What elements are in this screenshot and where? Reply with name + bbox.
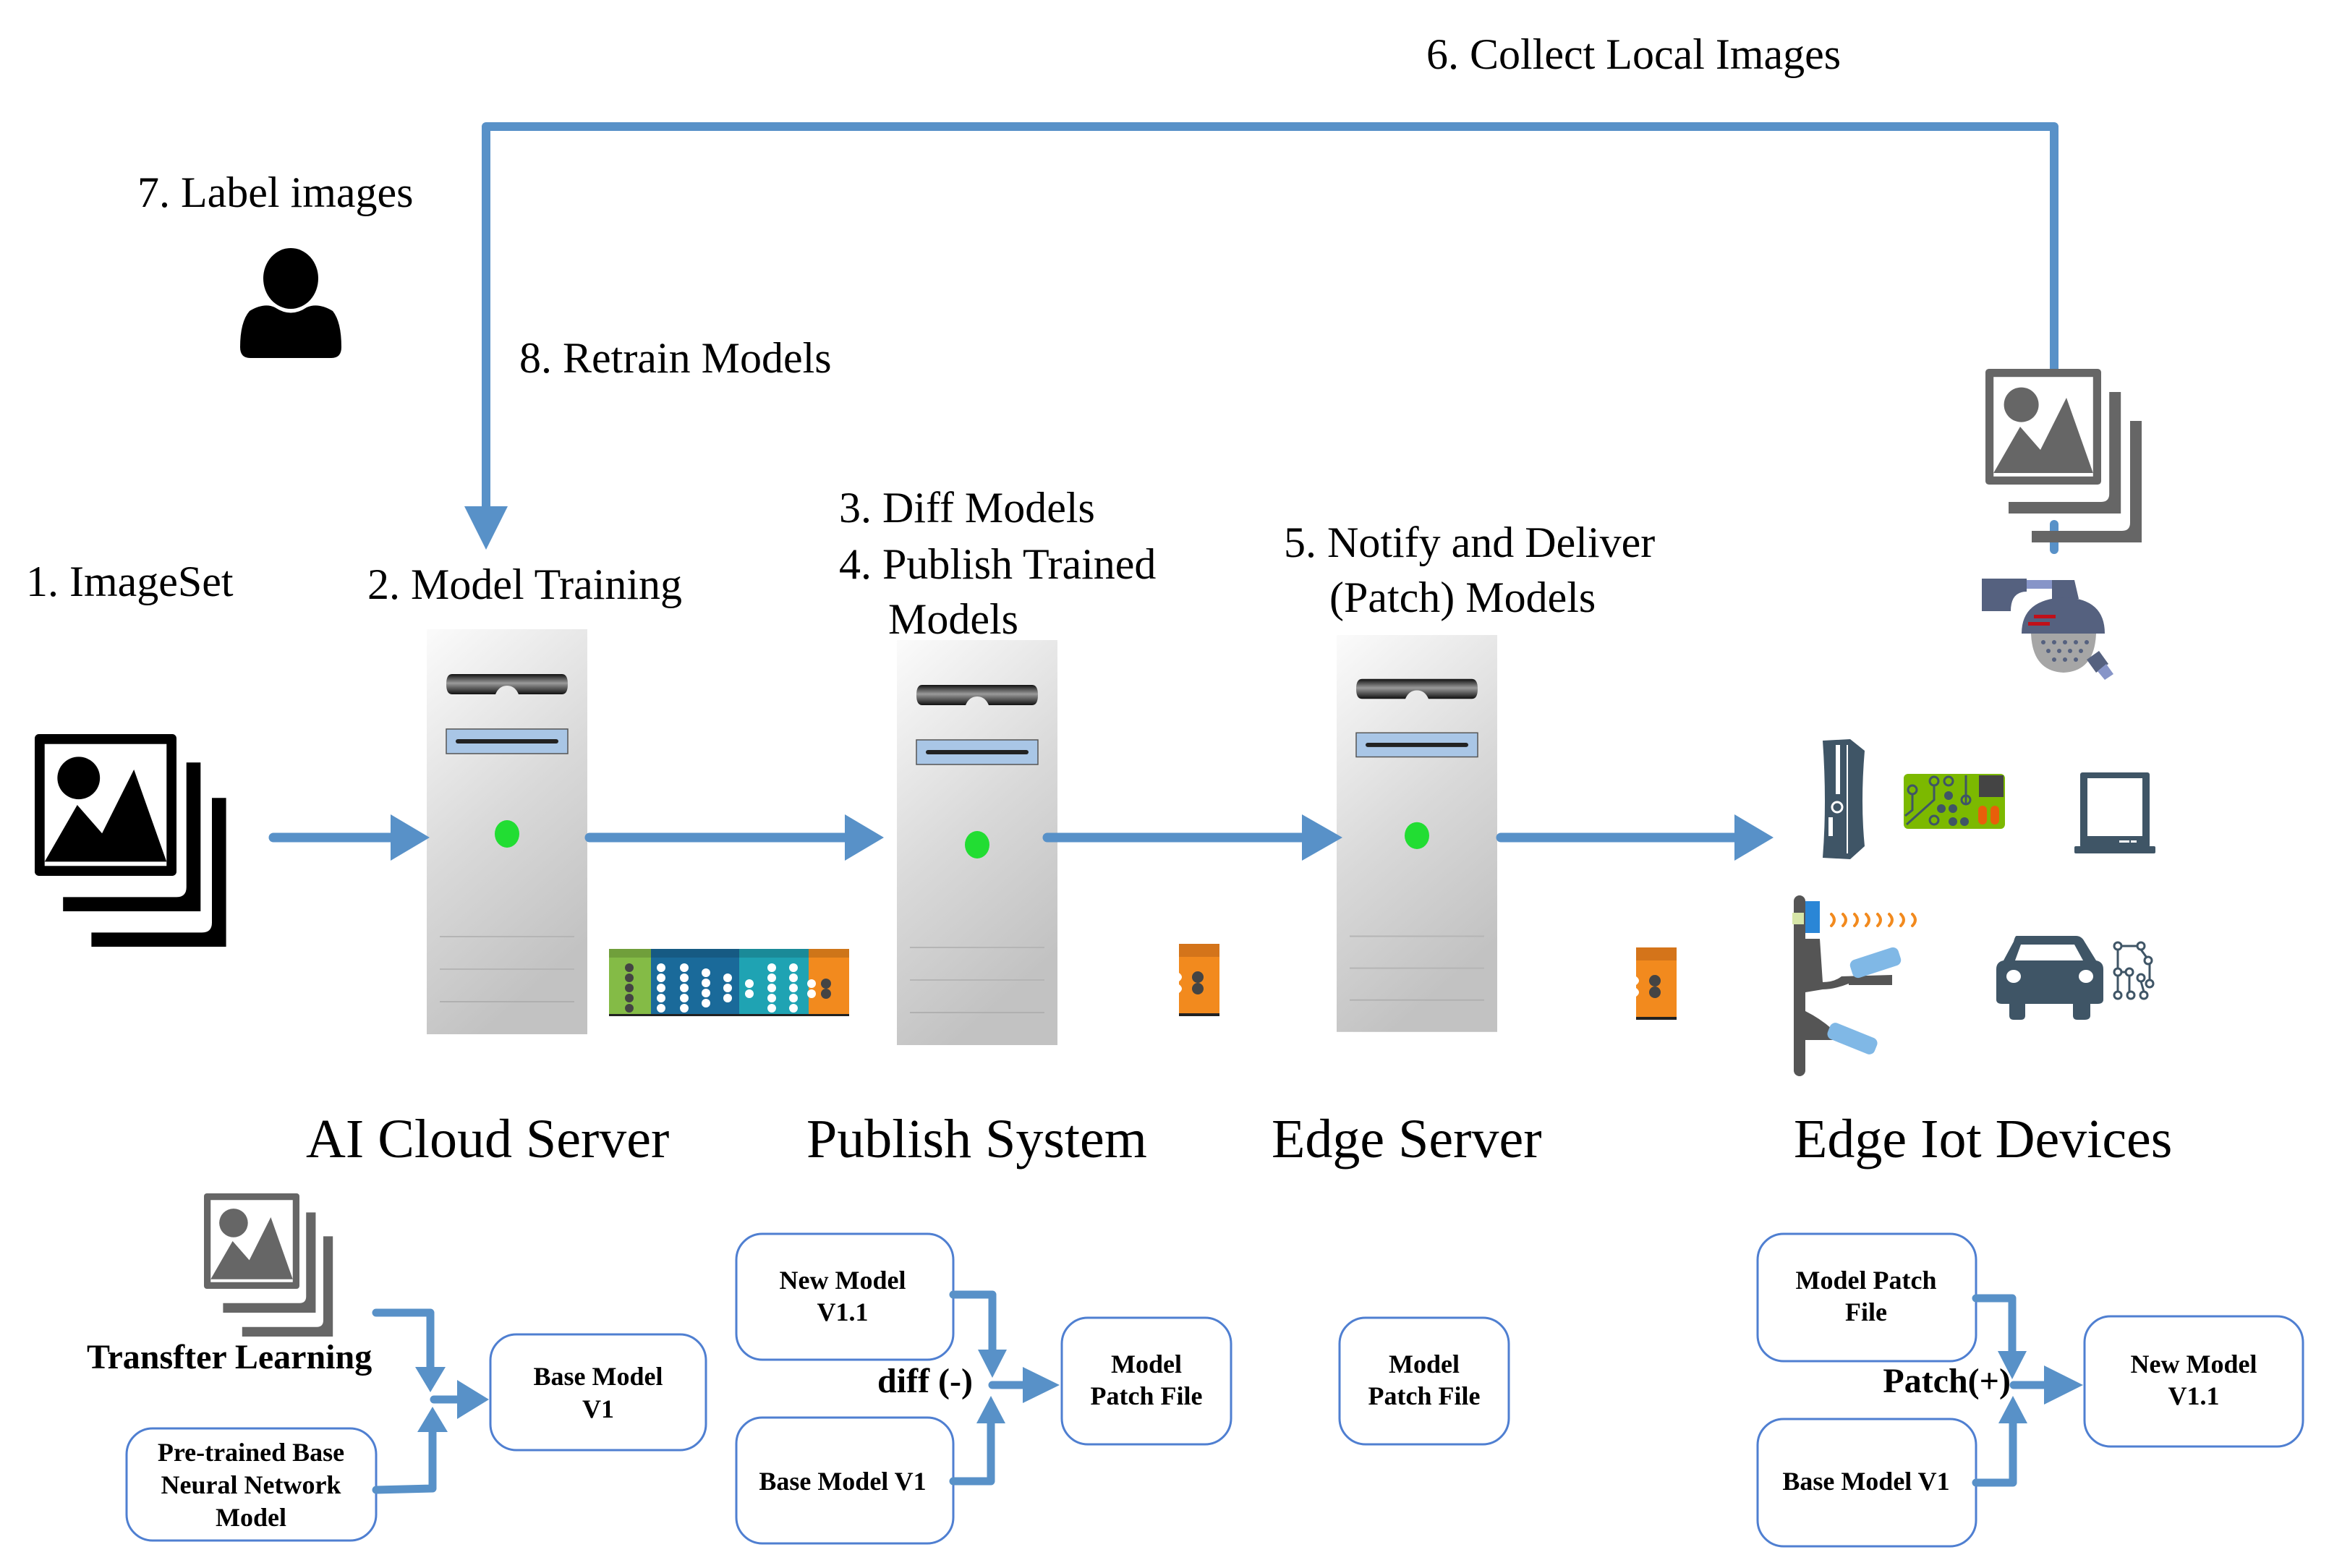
new-model-v11-label-line1: New Model [780, 1266, 906, 1295]
base-model-v1-label: Base Model V1 [1782, 1467, 1949, 1496]
device-detail-group: Model Patch File Base Model V1 Patch(+) … [1756, 1232, 2304, 1548]
model-patch-icon [1179, 944, 1219, 1016]
connected-car-icon [1996, 936, 2155, 1020]
model-patch-file-label-line2: Patch File [1368, 1381, 1481, 1410]
edge-server-icon [1336, 634, 1498, 1033]
circuit-board-icon [1904, 774, 2005, 829]
new-model-v11-label-line2: V1.1 [817, 1298, 869, 1326]
pretrained-model-label-line1: Pre-trained Base [158, 1438, 344, 1467]
model-patch-file-label-line1: Model [1389, 1350, 1460, 1379]
publish-detail-group: New Model V1.1 Base Model V1 diff (-) Mo… [735, 1232, 1232, 1545]
diff-operator-label: diff (-) [877, 1362, 973, 1400]
game-console-icon [1823, 739, 1865, 859]
arrow-cloud-to-publish [584, 814, 884, 861]
model-patch-file-box [1338, 1316, 1510, 1446]
model-patch-icon [1636, 947, 1677, 1020]
step-4-label-line2: Models [888, 595, 1018, 643]
section-title-edge-server: Edge Server [1272, 1109, 1542, 1169]
section-title-edge-iot-devices: Edge Iot Devices [1794, 1109, 2172, 1169]
model-patch-file-label-line1: Model Patch [1796, 1266, 1937, 1295]
neural-network-icon [609, 949, 849, 1016]
patch-operator-label: Patch(+) [1883, 1362, 2011, 1400]
base-model-v1-label-line2: V1 [582, 1394, 614, 1423]
model-patch-file-label-line2: Patch File [1091, 1381, 1203, 1410]
new-model-v11-label-line1: New Model [2131, 1350, 2257, 1379]
edge-detail-group: Model Patch File [1338, 1316, 1510, 1446]
publish-system-server-icon [896, 639, 1058, 1046]
transfer-learning-label: Transfter Learning [87, 1338, 372, 1376]
step-1-label: 1. ImageSet [26, 558, 234, 605]
pretrained-model-label-line3: Model [216, 1503, 286, 1532]
model-patch-file-label-line2: File [1845, 1298, 1887, 1326]
pretrained-model-box [125, 1427, 378, 1542]
base-model-v1-label: Base Model V1 [759, 1467, 926, 1496]
model-patch-file-label-line1: Model [1111, 1350, 1182, 1379]
merge-arrow-diff [949, 1290, 1060, 1486]
imageset-icon [35, 734, 226, 947]
step-3-label: 3. Diff Models [839, 484, 1095, 532]
ai-cloud-server-icon [426, 629, 588, 1035]
step-6-label: 6. Collect Local Images [1426, 30, 1841, 78]
robot-arm-sensor-icon [1792, 895, 1917, 1076]
step-7-label: 7. Label images [137, 169, 414, 216]
step-4-label-line1: 4. Publish Trained [839, 540, 1156, 588]
arrow-edge-to-devices [1496, 814, 1774, 861]
tablet-icon [2074, 772, 2155, 853]
pretrained-model-label-line2: Neural Network [161, 1470, 341, 1499]
training-images-icon [204, 1193, 333, 1337]
model-patch-file-box [1060, 1316, 1232, 1446]
new-model-v11-box [735, 1232, 955, 1361]
base-model-v1-label-line1: Base Model [534, 1362, 663, 1391]
section-title-ai-cloud-server: AI Cloud Server [306, 1109, 669, 1169]
step-5-label-line1: 5. Notify and Deliver [1284, 519, 1655, 566]
security-camera-icon [1982, 579, 2113, 680]
arrow-publish-to-edge [1042, 814, 1342, 861]
step-2-label: 2. Model Training [367, 561, 682, 608]
merge-arrow-patch [1972, 1294, 2083, 1487]
new-model-v11-label-line2: V1.1 [2168, 1381, 2220, 1410]
local-images-icon [1985, 369, 2142, 542]
person-icon [240, 248, 341, 358]
cloud-detail-group: Transfter Learning Pre-trained Base Neur… [87, 1193, 707, 1542]
section-title-publish-system: Publish System [806, 1109, 1147, 1169]
arrow-imageset-to-cloud [268, 814, 430, 861]
merge-arrow-transfer [372, 1308, 489, 1494]
step-5-label-line2: (Patch) Models [1329, 574, 1596, 621]
step-8-label: 8. Retrain Models [519, 334, 832, 382]
new-model-v11-box [2083, 1315, 2304, 1448]
base-model-v1-box [489, 1333, 707, 1452]
